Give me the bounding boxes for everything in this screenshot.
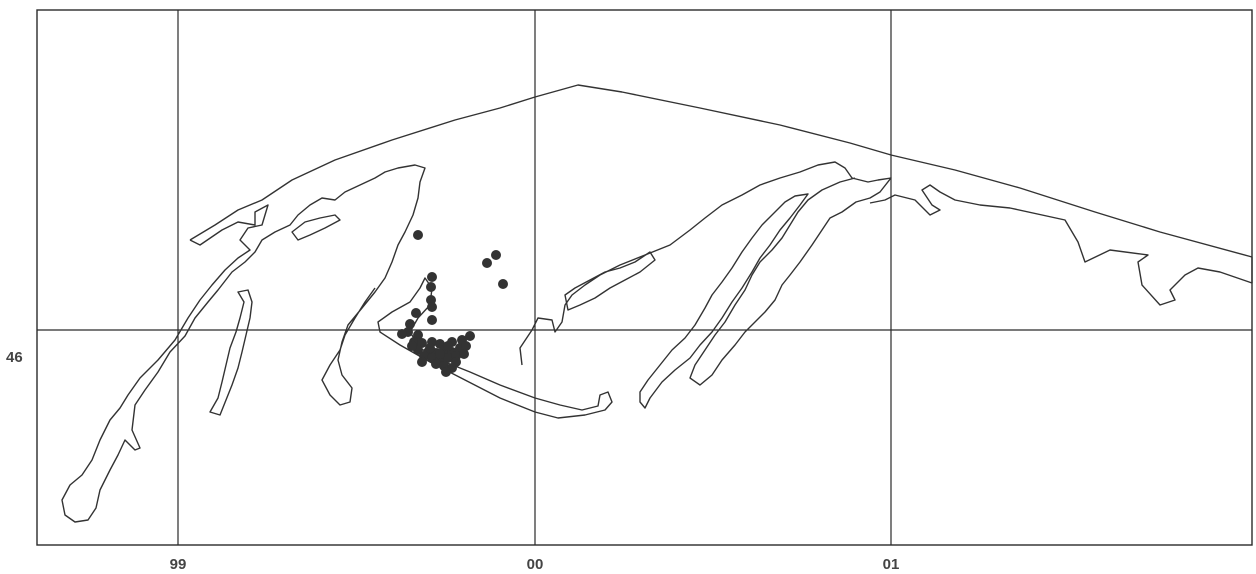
coastline-central-bay xyxy=(519,161,892,386)
coastline-west-peninsula xyxy=(61,164,426,523)
occurrence-point xyxy=(441,367,451,377)
occurrence-point xyxy=(459,349,469,359)
occurrence-point xyxy=(426,282,436,292)
latitude-label-46: 46 xyxy=(6,349,23,366)
occurrence-point xyxy=(443,341,453,351)
occurrence-point xyxy=(411,308,421,318)
coastline-inner-arm xyxy=(639,193,809,409)
occurrence-point xyxy=(427,315,437,325)
occurrence-point xyxy=(461,341,471,351)
longitude-label-99: 99 xyxy=(170,556,187,573)
occurrence-point xyxy=(417,357,427,367)
occurrence-point xyxy=(427,302,437,312)
longitude-label-00: 00 xyxy=(527,556,544,573)
occurrence-point xyxy=(413,230,423,240)
coastline-lagoon-east xyxy=(564,251,656,311)
occurrence-point xyxy=(425,343,435,353)
coastline-islet xyxy=(291,214,341,241)
occurrence-point xyxy=(465,331,475,341)
occurrence-point xyxy=(451,357,461,367)
occurrence-point xyxy=(498,279,508,289)
coastline-main-shore xyxy=(189,84,1253,306)
occurrence-point xyxy=(491,250,501,260)
occurrence-point xyxy=(431,359,441,369)
longitude-label-01: 01 xyxy=(883,556,900,573)
occurrence-point xyxy=(405,319,415,329)
occurrence-point xyxy=(435,349,445,359)
occurrence-point xyxy=(427,272,437,282)
occurrence-point xyxy=(443,353,453,363)
occurrence-point xyxy=(407,341,417,351)
occurrence-point xyxy=(482,258,492,268)
coastline-lagoon-west xyxy=(209,289,253,416)
occurrence-points xyxy=(397,230,508,377)
occurrence-point xyxy=(397,329,407,339)
